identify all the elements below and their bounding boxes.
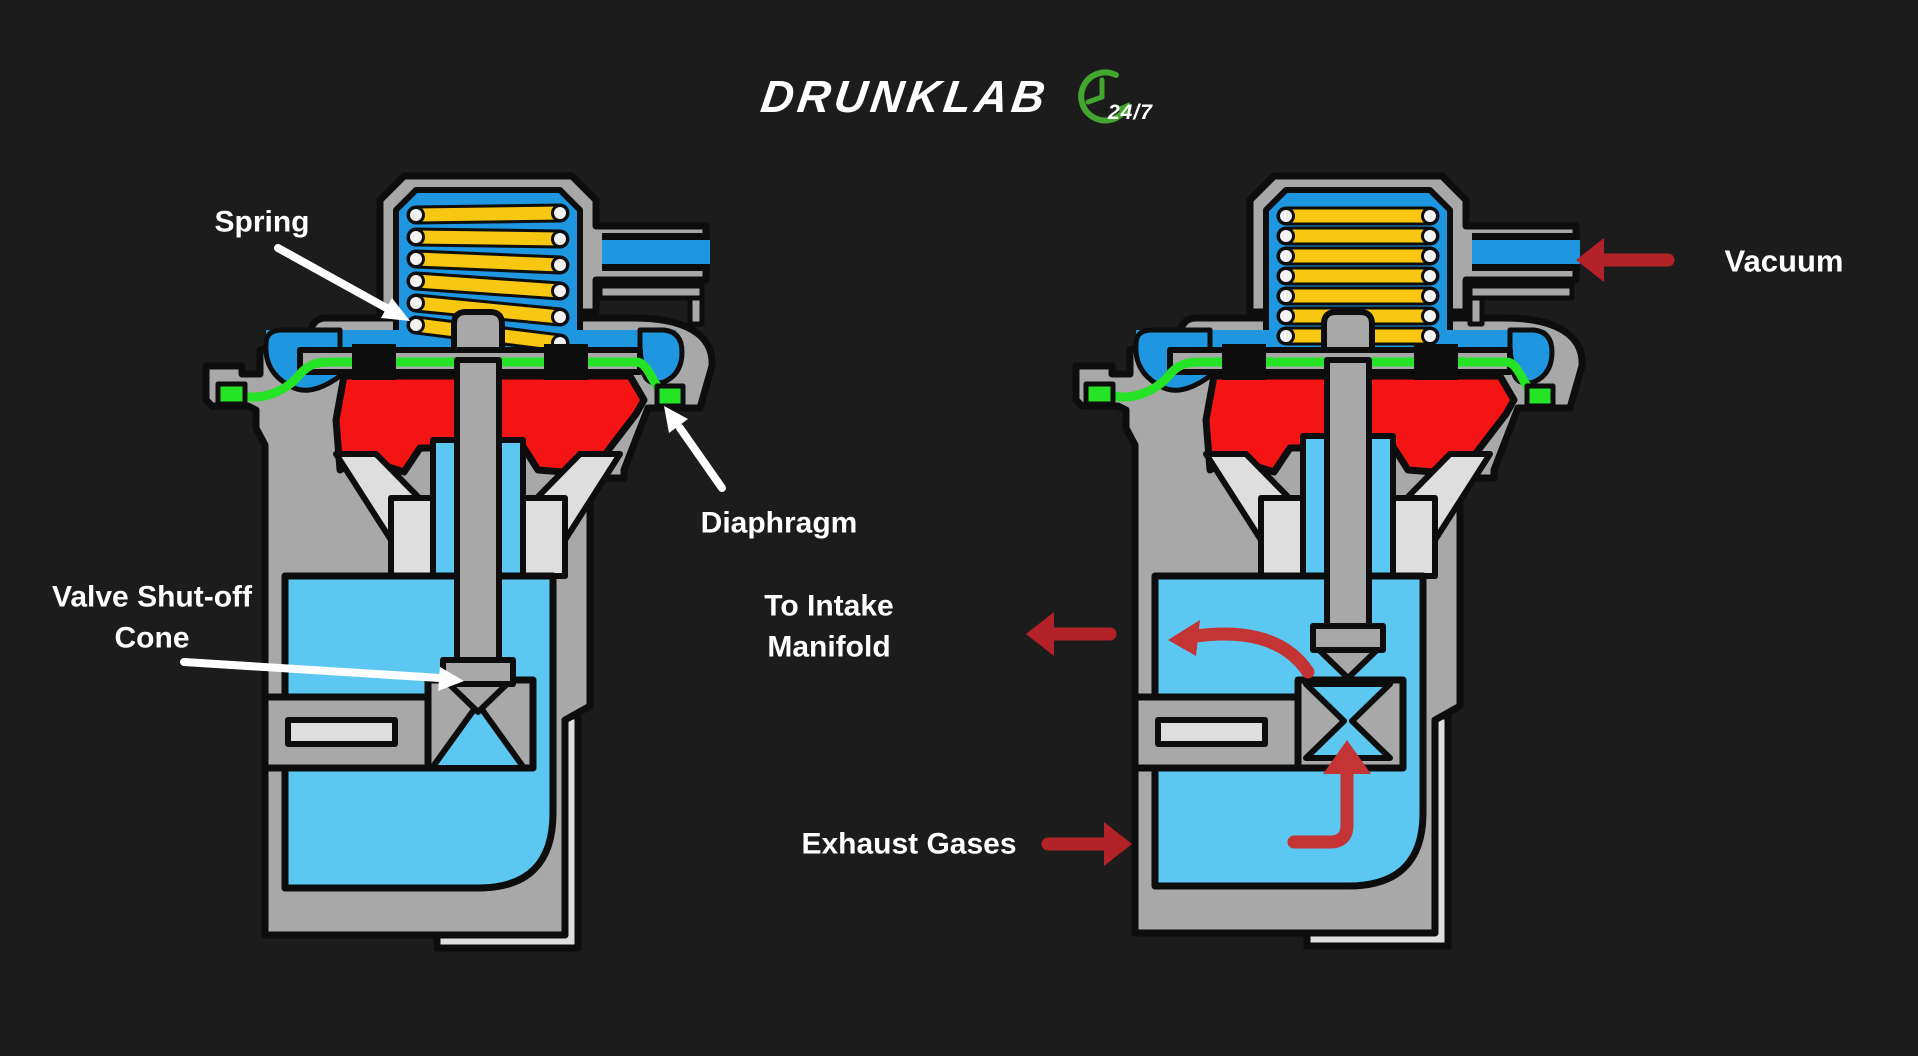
left-insert-d: [520, 495, 568, 579]
exhaust-gases-arrow: [1041, 822, 1132, 866]
left-port-channel-wall-top: [602, 233, 710, 240]
right-valve-open: [1072, 172, 1586, 950]
callout-arrows: [180, 244, 726, 691]
left-spring-coil-ends: [407, 204, 569, 352]
left-valve-stem: [454, 357, 502, 667]
right-valve-stem: [1324, 357, 1372, 633]
diaphragm-label: Diaphragm: [700, 506, 858, 540]
left-seal-clamp-right: [654, 383, 686, 409]
badge-24-7: 24/7: [1108, 101, 1153, 124]
left-shutoff-cone: [446, 681, 510, 715]
left-clamp-block-a: [352, 344, 396, 380]
exhaust-flow-up-arrow: [1287, 740, 1371, 849]
right-port-channel-wall-top: [1472, 233, 1580, 240]
exhaust-label: Exhaust Gases: [801, 827, 1017, 861]
clock-24-7-icon: [1078, 69, 1130, 124]
right-stem-cap: [1321, 309, 1375, 353]
valve-cone-label-line2: Cone: [114, 622, 190, 655]
vacuum-label: Vacuum: [1724, 243, 1844, 279]
brand-logo: DRUNKLAB: [757, 71, 1053, 122]
right-diaphragm-seal: [1109, 357, 1541, 402]
spring-arrow: [274, 244, 410, 321]
right-insert-c: [1258, 495, 1306, 579]
right-clamp-block-a: [1222, 344, 1266, 380]
right-spring-coils: [1276, 206, 1440, 346]
spring-label: Spring: [214, 205, 310, 239]
left-inlet-pipe-bore: [285, 717, 398, 747]
left-insert-c: [388, 495, 436, 579]
left-port-lower-wall-drop: [687, 295, 705, 327]
right-seal-clamp-left: [1083, 381, 1116, 407]
to-intake-arrow: [1026, 612, 1117, 656]
intake-label: To Intake Manifold: [664, 586, 994, 669]
external-flow-arrows: [1026, 238, 1675, 866]
intake-label-line1: To Intake: [764, 589, 894, 623]
left-port-channel-wall-bottom: [602, 264, 710, 271]
left-diaphragm-seal: [239, 357, 671, 402]
right-port-lower-wall-drop: [1467, 295, 1485, 327]
right-stem-washer: [1310, 623, 1386, 653]
right-inlet-pipe-bore: [1155, 717, 1268, 747]
diaphragm-arrow: [664, 406, 726, 492]
right-insert-d: [1390, 495, 1438, 579]
intake-flow-curved-arrow: [1168, 620, 1315, 679]
left-vacuum-port-channel: [602, 240, 710, 264]
left-seat-passage: [429, 701, 527, 771]
right-seal-clamp-right: [1524, 383, 1556, 409]
right-clamp-block-b: [1414, 344, 1458, 380]
clock-arrow-head: [1116, 102, 1130, 118]
intake-label-line2: Manifold: [767, 631, 891, 664]
right-port-channel-wall-bottom: [1472, 264, 1580, 271]
valve-cone-label-line1: Valve Shut-off: [51, 580, 253, 614]
valve-cone-arrow: [180, 658, 464, 691]
valve-cone-label: Valve Shut-off Cone: [0, 577, 317, 660]
right-seat-passage-open: [1303, 681, 1393, 761]
right-port-lower-wall: [1467, 283, 1575, 301]
left-seal-clamp-left: [215, 381, 248, 407]
right-spring-coil-ends: [1277, 207, 1439, 345]
left-clamp-block-b: [544, 344, 588, 380]
right-shutoff-cone: [1316, 647, 1380, 681]
left-stem-cap: [451, 309, 505, 353]
left-port-lower-wall: [597, 283, 705, 301]
right-vacuum-port-channel: [1472, 240, 1580, 264]
left-valve-closed: [202, 172, 716, 952]
vacuum-arrow: [1576, 238, 1675, 282]
